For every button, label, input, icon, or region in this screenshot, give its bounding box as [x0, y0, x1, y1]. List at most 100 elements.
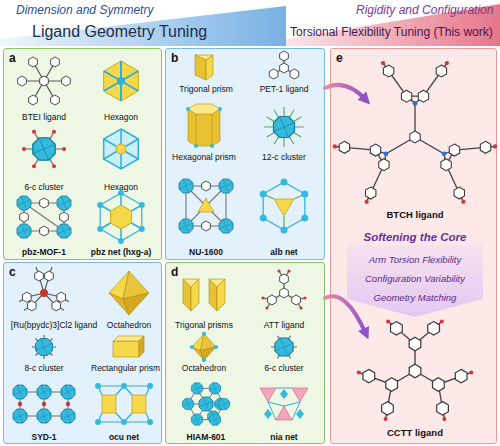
net-topology — [97, 190, 145, 244]
net-topology — [268, 388, 300, 420]
cluster-symbol — [52, 164, 56, 168]
net-topology — [260, 215, 267, 222]
ligand-structure — [454, 187, 464, 199]
ligand-structure — [265, 306, 268, 309]
ligand-structure — [441, 159, 451, 171]
framework-structure — [186, 186, 226, 226]
net-topology — [100, 193, 142, 241]
ligand-structure — [29, 57, 38, 67]
ligand-structure — [418, 90, 428, 102]
prism-shape — [194, 144, 198, 148]
panel: bTrigonal prismPET-1 ligandHexagonal pri… — [165, 48, 325, 260]
label: pbz net (hxg-a) — [91, 248, 151, 258]
panel-illustration — [4, 49, 163, 261]
framework-structure — [42, 402, 46, 406]
framework-structure — [57, 224, 71, 238]
net-topology — [274, 199, 294, 216]
ligand-structure — [391, 322, 403, 336]
ligand-structure — [40, 76, 49, 86]
label: Configuration Variability — [365, 274, 465, 285]
ligand-structure — [29, 95, 38, 105]
panel: dTrigonal prismsATT ligandOctahedron6-c … — [165, 262, 325, 444]
ligand-structure — [280, 51, 289, 61]
net-topology — [95, 419, 101, 425]
cluster-symbol — [32, 335, 56, 359]
ligand-structure — [303, 296, 306, 299]
net-topology — [97, 202, 103, 208]
ligand-structure — [335, 63, 495, 202]
banner: Rigidity and ConfigurationTorsional Flex… — [286, 0, 500, 46]
ligand-structure — [493, 144, 497, 148]
net-topology — [301, 191, 308, 198]
net-topology — [260, 388, 308, 420]
ligand-structure — [357, 319, 474, 421]
cluster-symbol — [275, 338, 293, 356]
ligand-structure — [280, 288, 289, 298]
framework-structure — [20, 212, 29, 222]
framework-structure — [13, 409, 27, 423]
ligand-structure — [461, 200, 465, 204]
cluster-symbol — [22, 130, 66, 169]
ligand-structure — [35, 271, 44, 281]
ligand-structure — [384, 417, 388, 421]
net-topology — [260, 388, 276, 402]
prism-shape — [195, 55, 213, 60]
ligand-structure — [401, 90, 411, 102]
ligand-structure — [359, 321, 472, 419]
softening-arrow — [347, 245, 483, 317]
ligand-structure — [40, 289, 48, 297]
label: 8-c cluster — [24, 364, 63, 374]
framework-structure — [179, 219, 193, 233]
hexagon-shape — [104, 61, 139, 101]
ligand-structure — [22, 292, 31, 302]
framework-structure — [191, 383, 202, 394]
banner-subtitle: Dimension and Symmetry — [16, 4, 153, 18]
hexagon-shape — [104, 61, 139, 101]
ligand-structure — [409, 364, 421, 378]
label: alb net — [270, 248, 297, 258]
net-topology — [139, 226, 145, 232]
net-topology — [263, 182, 305, 230]
panel-letter: a — [9, 52, 16, 66]
cluster-symbol — [264, 107, 304, 147]
flow-arrow — [325, 85, 366, 100]
cluster-symbol — [32, 130, 36, 134]
framework-structure — [219, 179, 233, 193]
net-topology — [147, 419, 153, 425]
ligand-structure — [428, 322, 440, 336]
ligand-structure — [386, 378, 398, 392]
label: 12-c cluster — [262, 153, 306, 163]
framework-structure — [18, 402, 22, 406]
framework-structure — [60, 212, 69, 222]
panel-letter: e — [336, 52, 343, 66]
net-topology — [263, 194, 305, 230]
framework-structure — [40, 198, 49, 208]
panel: c[Ru(bpydc)3]Cl2 ligandOctahedron8-c clu… — [3, 262, 162, 444]
panel-letter: d — [171, 266, 178, 280]
ligand-structure — [410, 131, 420, 143]
framework-structure — [182, 383, 229, 425]
ligand-structure — [379, 159, 389, 171]
framework-structure — [209, 414, 220, 425]
hexagon-shape — [104, 129, 139, 169]
label: ocu net — [109, 433, 139, 443]
ligand-structure — [440, 319, 444, 323]
label: pbz-MOF-1 — [22, 248, 66, 258]
panel-illustration — [331, 49, 499, 445]
ligand-structure — [18, 57, 71, 105]
net-topology — [281, 179, 288, 186]
net-topology — [301, 215, 308, 222]
hexagon-shape — [104, 129, 139, 169]
octahedron-shape — [202, 332, 206, 336]
ligand-structure — [445, 61, 449, 65]
framework-structure — [61, 409, 75, 423]
octahedron-shape — [214, 345, 218, 349]
cluster-symbol — [264, 107, 304, 147]
panel-illustration — [166, 263, 326, 445]
framework-structure — [199, 397, 213, 411]
cluster-symbol — [62, 147, 66, 151]
heading: Softening the Core — [364, 231, 467, 244]
ligand-structure — [469, 370, 473, 374]
ligand-structure — [449, 144, 459, 156]
ligand-structure — [381, 61, 385, 65]
